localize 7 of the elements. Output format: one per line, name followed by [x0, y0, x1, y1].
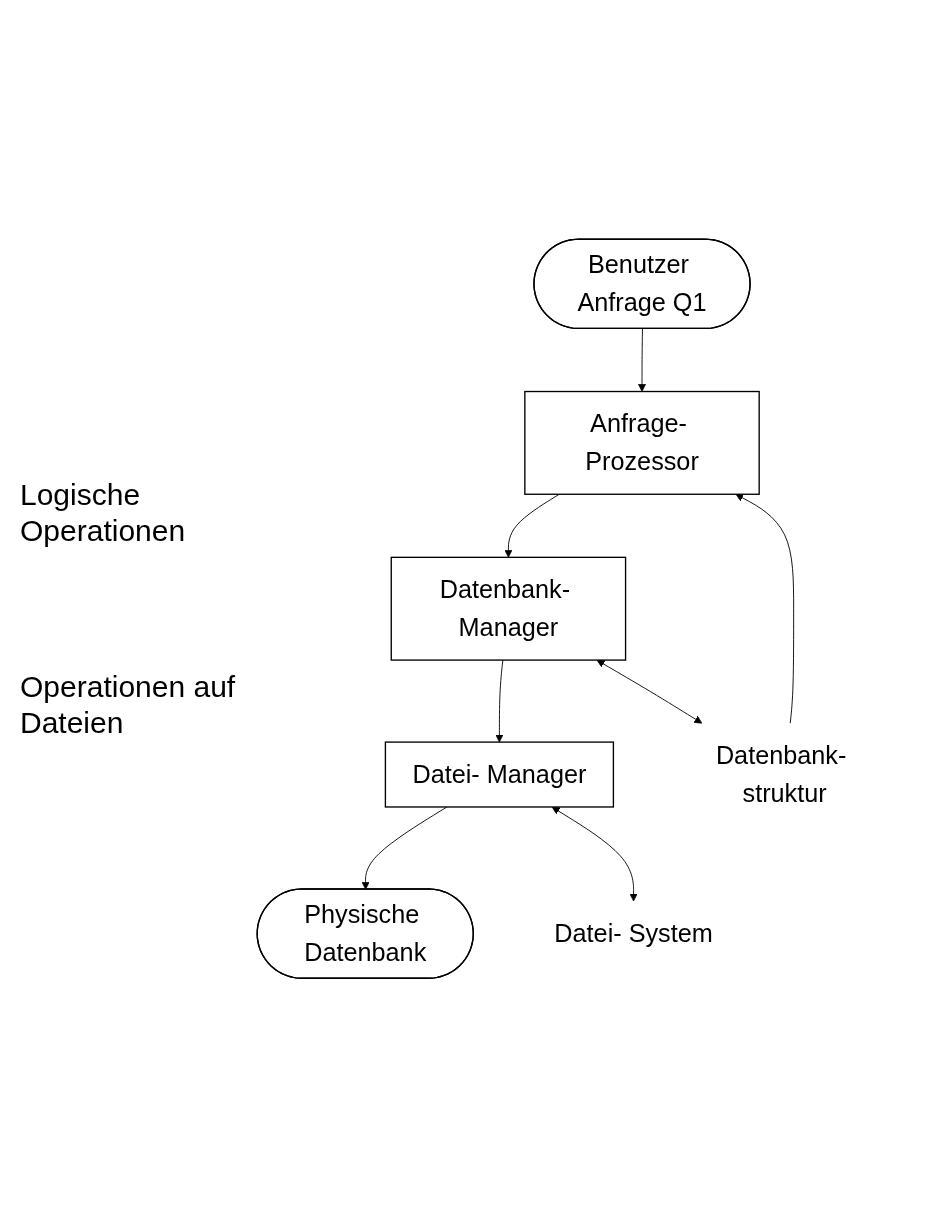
- node-box: Datei- Manager: [384, 741, 615, 808]
- side-note: Logische Operationen: [20, 477, 187, 549]
- node-text: Datei- System: [554, 919, 713, 948]
- node-box: Anfrage- Prozessor: [524, 391, 760, 496]
- node-box: Datenbank- Manager: [390, 556, 627, 662]
- side-note: Operationen auf Dateien: [20, 669, 237, 741]
- node-text: Datenbank- struktur: [715, 741, 847, 808]
